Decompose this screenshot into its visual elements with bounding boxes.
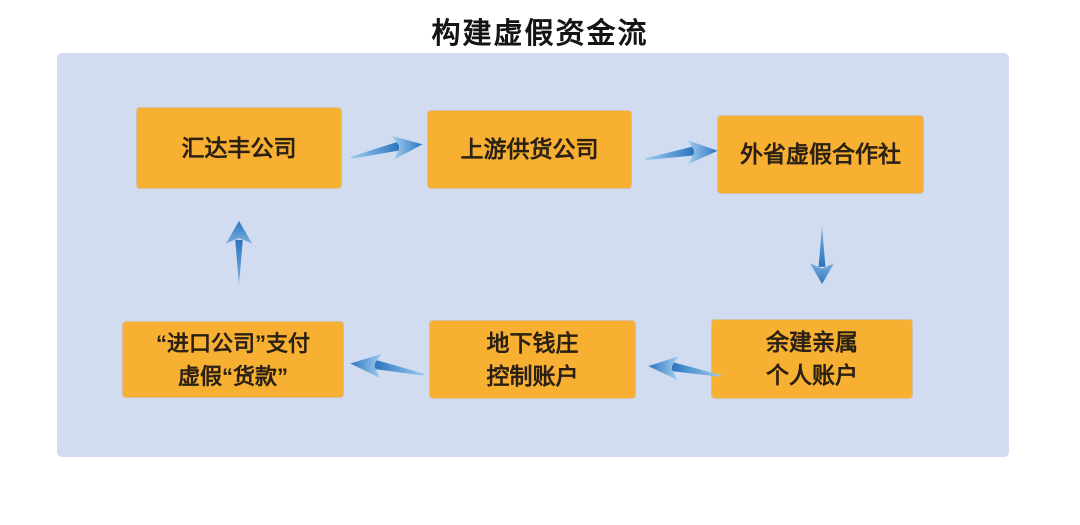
node-label-line: “进口公司”支付 [155, 330, 310, 356]
node-label-line: 虚假“货款” [177, 363, 288, 389]
node-fake-cooperative: 外省虚假合作社 [718, 116, 923, 193]
node-label-line: 余建亲属 [766, 329, 858, 355]
node-relatives-accounts: 余建亲属 个人账户 [712, 320, 912, 398]
node-import-company-payment: “进口公司”支付 虚假“货款” [123, 322, 343, 397]
node-label-line: 上游供货公司 [460, 136, 599, 162]
arrow-right-icon [349, 136, 423, 160]
diagram-title: 构建虚假资金流 [431, 18, 649, 50]
node-label-line: 汇达丰公司 [181, 134, 297, 161]
arrow-right-icon [644, 140, 718, 164]
node-label-line: 外省虚假合作社 [740, 141, 901, 167]
arrow-down-icon [810, 225, 834, 284]
node-underground-bank-accounts: 地下钱庄 控制账户 [430, 321, 635, 398]
arrow-left-icon [350, 353, 426, 379]
node-upstream-supplier: 上游供货公司 [428, 111, 631, 188]
node-label-line: 地下钱庄 [486, 329, 579, 356]
arrow-left-icon [648, 356, 722, 380]
node-label-line: 控制账户 [486, 362, 579, 389]
arrow-up-icon [225, 221, 253, 286]
node-label-line: 个人账户 [766, 362, 858, 388]
node-hdf-company: 汇达丰公司 [137, 108, 341, 188]
